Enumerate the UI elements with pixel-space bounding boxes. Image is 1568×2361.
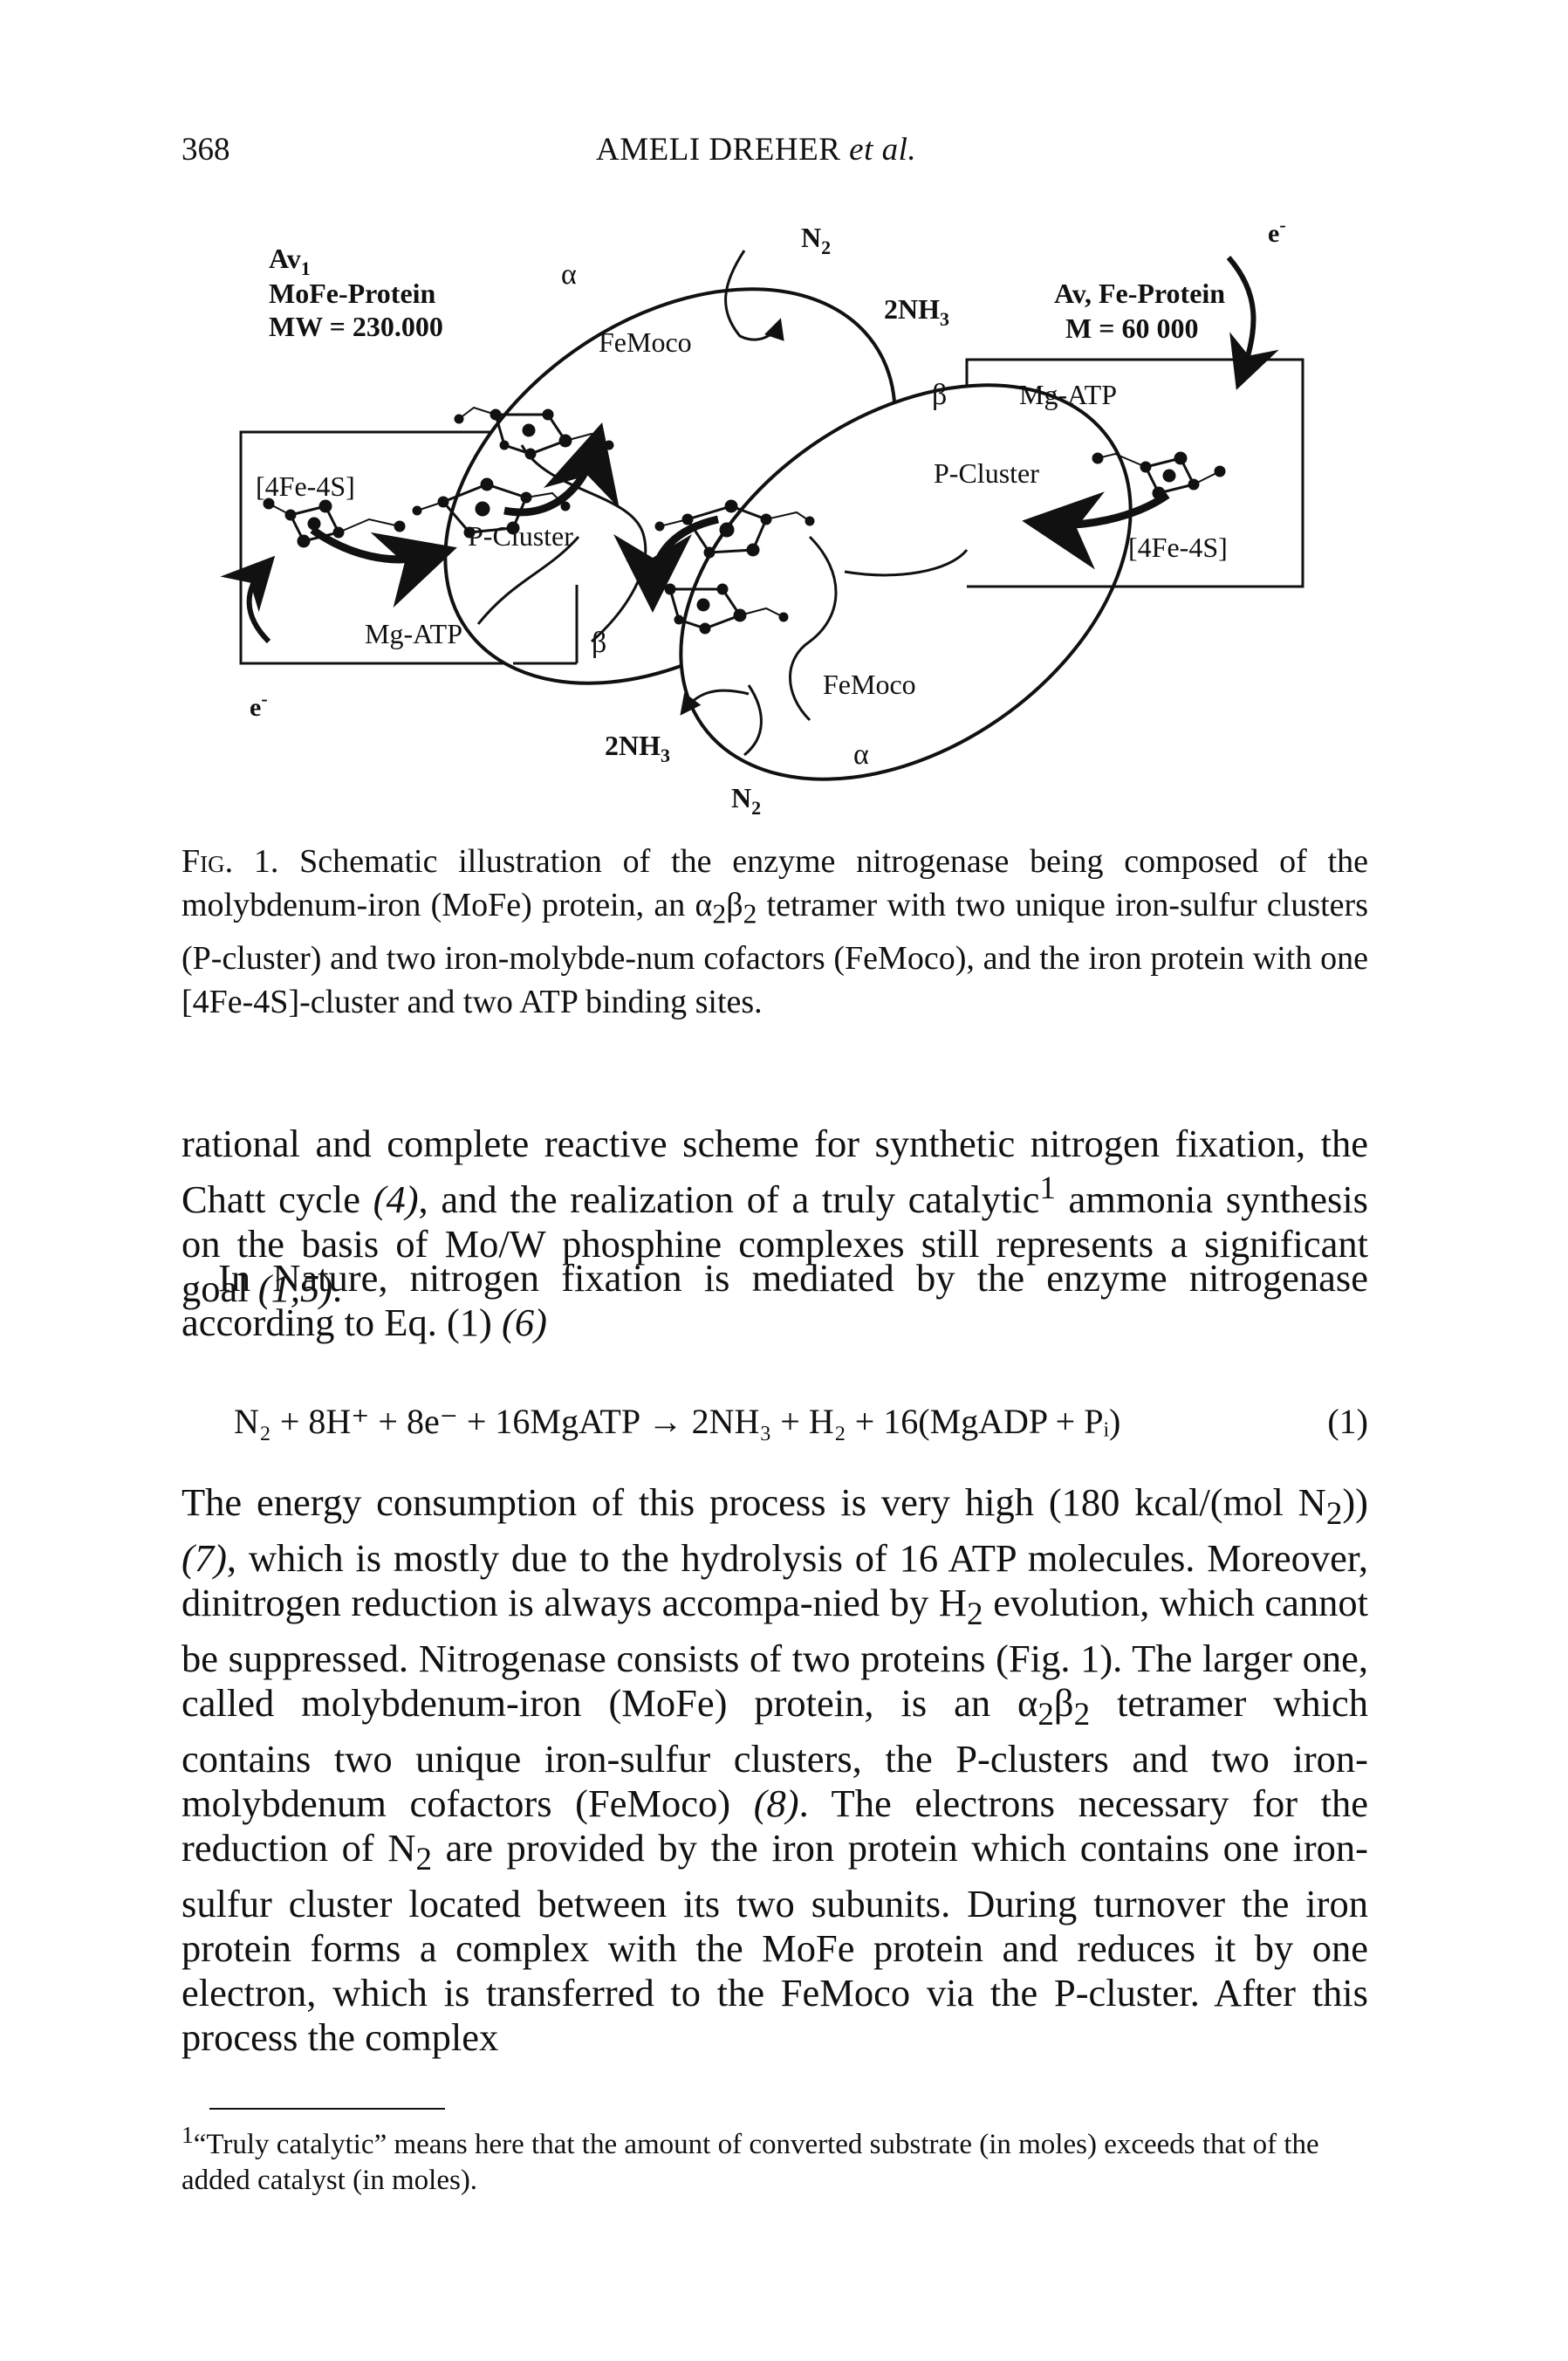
label-mgatp-left: Mg-ATP xyxy=(365,618,462,649)
arrow-electron-left xyxy=(220,555,276,644)
label-nh3-top: 2NH3 xyxy=(884,293,949,330)
label-av1: Av1 xyxy=(269,243,311,279)
page-number: 368 xyxy=(181,132,230,168)
label-beta-upper: β xyxy=(932,379,947,411)
arrow-n2-to-nh3-top xyxy=(724,250,784,341)
page-header: 368 AMELI DREHER et al. xyxy=(181,131,1387,175)
footnote-marker[interactable]: 1 xyxy=(1039,1170,1056,1206)
label-electron-left: e- xyxy=(250,688,268,722)
figure-nitrogenase-schematic: Av1 MoFe-Protein MW = 230.000 Av, Fe-Pro… xyxy=(181,205,1338,834)
equation-1: N₂ + 8H⁺ + 8e⁻ + 16MgATP → 2NH₃ + H₂ + 1… xyxy=(181,1401,1368,1453)
label-n2-bottom: N2 xyxy=(731,782,761,819)
label-electron-right: e- xyxy=(1268,214,1286,248)
label-fe-protein-mass: M = 60 000 xyxy=(1065,312,1198,344)
label-alpha-upper: α xyxy=(561,258,577,291)
paragraph-3: The energy consumption of this process i… xyxy=(181,1480,1368,2059)
footnote-rule xyxy=(209,2108,445,2110)
p-cluster-lower xyxy=(654,499,815,559)
label-beta-lower: β xyxy=(592,627,606,659)
figure-caption: Fig. 1. Schematic illustration of the en… xyxy=(181,843,1369,1020)
arrow-nh3-bottom xyxy=(680,689,750,716)
arrow-fe4s4-to-pcluster-left xyxy=(310,526,457,608)
label-pcluster-right: P-Cluster xyxy=(934,457,1039,489)
arrow-n2-bottom xyxy=(743,684,763,757)
label-mofe-mw: MW = 230.000 xyxy=(269,311,443,342)
paragraph-2: In Nature, nitrogen fixation is mediated… xyxy=(181,1256,1368,1344)
label-alpha-lower: α xyxy=(853,738,869,771)
nitrogenase-diagram: Av1 MoFe-Protein MW = 230.000 Av, Fe-Pro… xyxy=(220,214,1304,819)
arrow-pcluster-to-femoco-lower xyxy=(613,515,719,613)
arrow-fe4s4-to-pcluster-right xyxy=(1022,491,1170,570)
fe4s4-cluster-right xyxy=(1092,451,1226,500)
label-pcluster-left: P-Cluster xyxy=(468,520,573,552)
label-fe4s4-right: [4Fe-4S] xyxy=(1128,532,1228,563)
arrow-pcluster-to-femoco-upper xyxy=(503,422,620,517)
footnote-number: 1 xyxy=(181,2121,194,2148)
label-femoco-lower: FeMoco xyxy=(823,669,916,700)
label-femoco-upper: FeMoco xyxy=(599,326,692,358)
equation-number: (1) xyxy=(1327,1402,1368,1441)
figure-label: Fig. 1. xyxy=(181,843,279,880)
label-mofe-protein: MoFe-Protein xyxy=(269,278,436,309)
equation-body: N₂ + 8H⁺ + 8e⁻ + 16MgATP → 2NH₃ + H₂ + 1… xyxy=(234,1402,1121,1441)
footnote: 1“Truly catalytic” means here that the a… xyxy=(181,2121,1319,2196)
paragraph-1: rational and complete reactive scheme fo… xyxy=(181,1122,1368,1310)
label-fe4s4-left: [4Fe-4S] xyxy=(256,470,355,502)
label-nh3-bottom: 2NH3 xyxy=(605,730,670,766)
mofe-ellipse-lower xyxy=(679,383,1133,781)
label-n2-top: N2 xyxy=(801,222,831,258)
running-head: AMELI DREHER et al. xyxy=(596,132,917,168)
fe4s4-cluster-left xyxy=(263,498,406,548)
label-fe-protein: Av, Fe-Protein xyxy=(1054,278,1225,309)
label-mgatp-right: Mg-ATP xyxy=(1019,379,1117,410)
arrow-electron-right xyxy=(1226,256,1279,390)
